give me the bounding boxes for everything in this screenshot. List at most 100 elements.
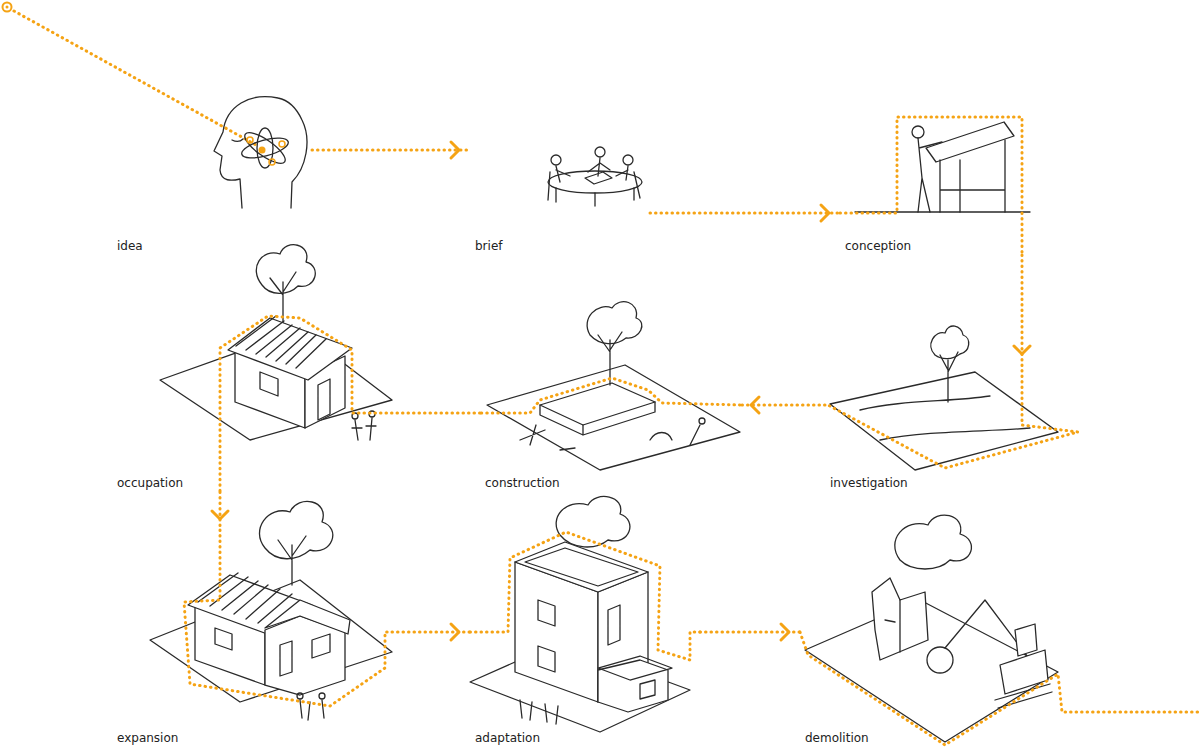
head-sketch [214,97,307,208]
site-sketch [940,352,958,402]
stage-label: investigation [830,476,908,490]
adapted-house-sketch [470,496,700,732]
adapted-house-sketch [598,656,672,699]
site-sketch [931,326,969,359]
flow-connector [740,404,825,407]
stage-node: conception [840,110,1030,255]
flow-connector [1021,255,1024,365]
head-sketch [259,147,266,154]
arrow-chevron [451,142,459,158]
meeting-sketch [548,171,642,193]
head-sketch [247,137,253,143]
drafting-sketch [840,117,1030,255]
adapted-house-sketch [598,660,668,712]
head-sketch [241,128,289,169]
stage-label: construction [485,476,560,490]
drafting-sketch [940,140,1005,212]
demolition-sketch [872,578,928,660]
site-sketch [830,372,1058,470]
head-sketch [214,97,307,208]
meeting-sketch [595,147,605,157]
extended-house-sketch [198,573,292,623]
flow-connector [392,412,480,415]
construction-sketch [487,365,740,470]
construction-sketch [540,383,655,425]
flow-connector [650,212,840,215]
house-sketch [236,316,326,368]
demolition-sketch [895,515,972,569]
extended-house-sketch [150,501,392,720]
extended-house-sketch [278,536,306,585]
demolition-sketch [805,600,1058,742]
stage-label: demolition [805,731,869,745]
house-sketch [160,245,392,492]
meeting-sketch [623,155,633,165]
drafting-sketch [855,211,1030,212]
head-sketch [269,159,275,165]
stage-label: occupation [117,476,183,490]
house-sketch [220,316,392,492]
construction-sketch [480,378,740,413]
construction-sketch [699,418,705,424]
extended-house-sketch [184,530,392,706]
arrow-chevron [821,205,829,221]
flow-connector [392,631,470,634]
stage-label: conception [845,239,911,253]
start-marker [6,6,9,9]
house-sketch [352,418,376,440]
extended-house-sketch [215,628,330,676]
start-marker [14,11,258,146]
stage-node: idea [112,90,312,255]
adapted-house-sketch [520,700,558,724]
drafting-sketch [912,126,924,138]
house-sketch [256,245,315,294]
stage-node: investigation [825,365,1075,492]
start-marker [3,3,259,147]
arrow-chevron [751,397,759,413]
stage-label: idea [117,239,143,253]
meeting-sketch [548,166,570,200]
meeting-sketch [548,147,642,206]
meeting-sketch [551,155,561,165]
arrow-chevron [212,511,228,519]
extended-house-sketch [319,693,325,699]
drafting-sketch [918,138,942,212]
drafting-sketch [840,117,1022,255]
start-marker [3,3,12,12]
demolition-sketch [1000,650,1048,694]
site-sketch [828,365,1078,468]
adapted-house-sketch [538,600,620,672]
adapted-house-sketch [525,548,638,586]
adapted-house-sketch [515,542,648,592]
construction-sketch [480,302,740,470]
extended-house-sketch [297,693,303,699]
stage-label: adaptation [475,731,540,745]
stage-label: brief [475,239,503,253]
demolition-sketch [800,515,1201,745]
adapted-house-sketch [470,532,700,660]
site-sketch [828,326,1078,470]
site-sketch [860,396,1030,440]
stage-node: adaptation [470,505,700,747]
extended-house-sketch [265,600,350,634]
construction-sketch [598,332,622,385]
stage-label: expansion [117,731,178,745]
flow-connector [700,631,800,634]
head-sketch [279,141,285,147]
drafting-sketch [926,122,1014,162]
stage-node: construction [480,315,740,492]
extended-house-sketch [259,501,332,558]
arrow-chevron [781,624,789,640]
head-sketch [257,128,273,168]
head-sketch [232,139,243,141]
house-sketch [260,372,330,420]
flow-connector [219,492,222,530]
stage-node: expansion [112,530,392,747]
construction-sketch [587,302,642,344]
meeting-sketch [588,158,610,176]
arrow-chevron [451,624,459,640]
demolition-sketch [927,647,953,673]
